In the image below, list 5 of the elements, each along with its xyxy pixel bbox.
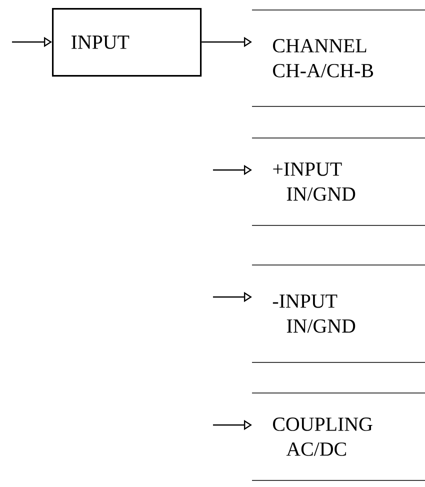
menu-item: -INPUT IN/GND <box>252 264 425 363</box>
menu-item: +INPUT IN/GND <box>252 138 425 226</box>
input-box: INPUT <box>52 8 202 77</box>
menu-item: CHANNEL CH-A/CH-B <box>252 10 425 107</box>
menu-item: COUPLING AC/DC <box>252 392 425 481</box>
